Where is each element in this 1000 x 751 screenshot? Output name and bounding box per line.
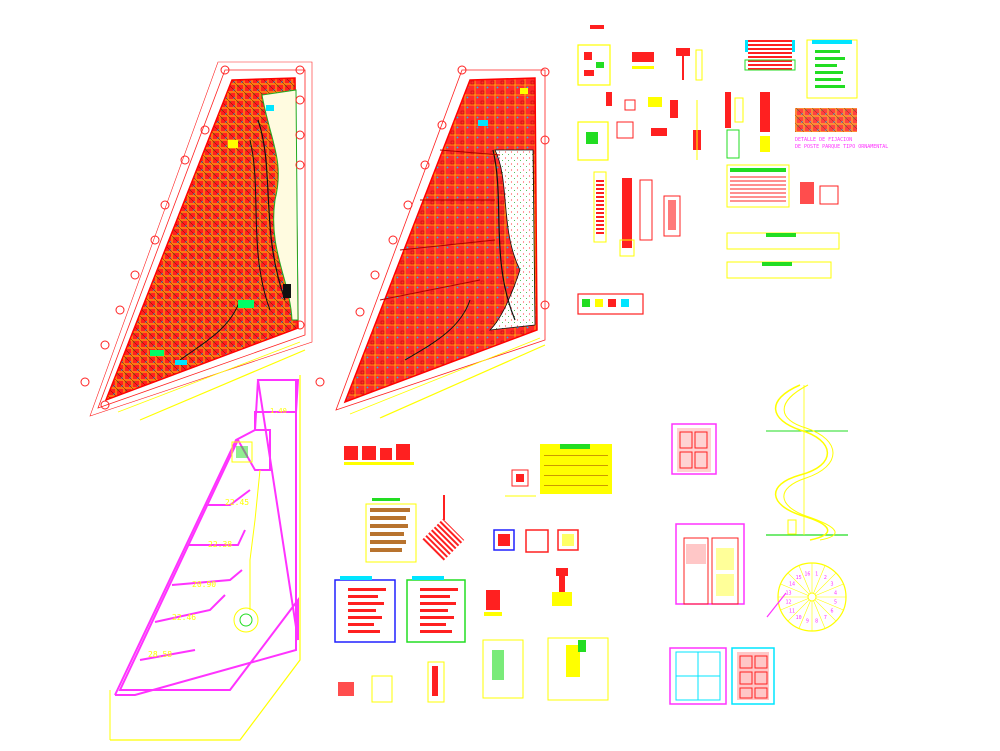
stair-step-number: 13: [785, 590, 791, 596]
area-label-3: 20.90: [192, 580, 216, 589]
details-top-right: [577, 25, 703, 315]
stair-tread-line: [780, 598, 809, 611]
details-far-right: DETALLE DE FIJACION DE POSTE PARQUE TIPO…: [725, 39, 888, 279]
stair-step-number: 7: [824, 615, 827, 621]
stair-step-number: 12: [785, 600, 791, 606]
area-label-2: 22.38: [208, 540, 232, 549]
stair-tread-line: [814, 572, 837, 595]
stair-tread-line: [814, 599, 837, 622]
stair-tread-line: [780, 583, 809, 596]
detail-note-line2: DE POSTE PARQUE TIPO ORNAMENTAL: [795, 144, 888, 150]
stair-step-number: 3: [830, 582, 833, 588]
site-plan-middle: [315, 65, 550, 419]
stair-step-number: 11: [789, 608, 795, 614]
stair-step-number: 1: [815, 571, 818, 577]
stair-step-number: 15: [796, 575, 802, 581]
detail-note-line1: DETALLE DE FIJACION: [795, 137, 852, 143]
stair-step-number: 9: [806, 619, 809, 625]
stair-tread-line: [798, 600, 811, 629]
stair-step-number: 10: [796, 615, 802, 621]
stair-tread-line: [813, 565, 826, 594]
stair-tread-line: [787, 572, 810, 595]
stair-step-number: 8: [815, 619, 818, 625]
floor-plan: 1.40 22.45 22.38 20.90 22.46 28.58: [109, 375, 301, 741]
stair-step-number: 6: [830, 608, 833, 614]
stair-tread-line: [815, 583, 844, 596]
details-bottom-center: [334, 444, 612, 703]
floor-plan-top-label: 1.40: [270, 407, 287, 415]
stair-step-number: 5: [834, 600, 837, 606]
site-plan-left: [80, 61, 313, 421]
stair-tread-line: [787, 599, 810, 622]
area-label-4: 22.46: [172, 613, 196, 622]
area-label-1: 22.45: [225, 498, 249, 507]
stair-tread-line: [813, 600, 826, 629]
stair-step-number: 16: [804, 571, 810, 577]
area-label-5: 28.58: [148, 650, 172, 659]
stair-step-number: 4: [834, 590, 837, 596]
stair-tread-line: [815, 598, 844, 611]
stair-tread-line: [798, 565, 811, 594]
stair-step-number: 2: [824, 575, 827, 581]
stair-step-number: 14: [789, 582, 795, 588]
